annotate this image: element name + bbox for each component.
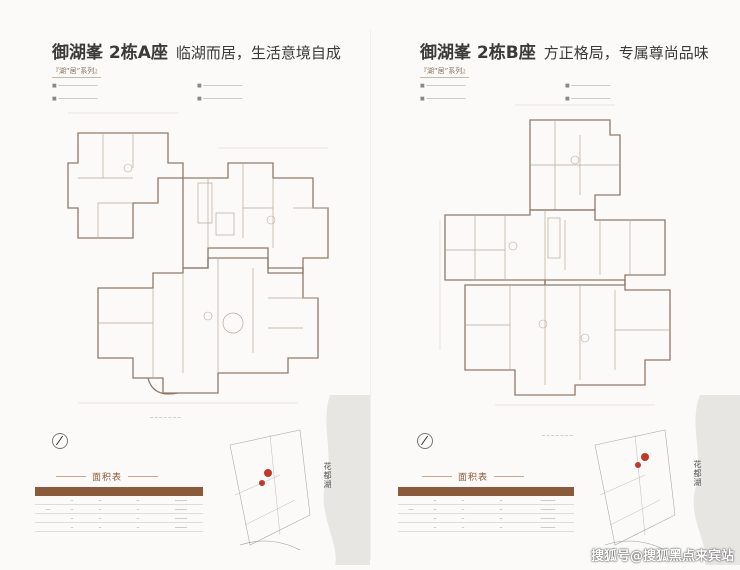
title-text-a: 御湖峯 2栋A座 <box>52 43 168 63</box>
page-title-b: 御湖峯 2栋B座方正格局，专属尊尚品味 <box>420 38 709 63</box>
feature-bullets-a: ■ ───────────── ■ ───────────── ■ ───────… <box>52 82 352 108</box>
compass-icon <box>417 433 433 449</box>
table-header-row <box>398 487 574 496</box>
panel-building-a: 御湖峯 2栋A座临湖而居，生活意境自成 『湖“居”系列』 ■ ─────────… <box>0 0 370 570</box>
panel-building-b: 御湖峯 2栋B座方正格局，专属尊尚品味 『湖“居”系列』 ■ ─────────… <box>370 0 740 570</box>
table-row: ──────── <box>35 522 203 532</box>
table-header-row <box>35 487 203 496</box>
feature-bullets-b: ■ ───────────── ■ ───────────── ■ ───────… <box>420 82 720 108</box>
lake-label-a: 花都湖 <box>323 462 332 489</box>
panel-divider <box>370 30 371 560</box>
bullet-a-1: ■ ───────────── <box>52 83 98 89</box>
area-table-a: ──────── ────────── ──────── ──────── <box>35 487 203 532</box>
area-table-title-b: 面积表 <box>421 470 525 483</box>
table-row: ───────── <box>398 513 574 523</box>
floor-plan-b <box>439 104 671 406</box>
plan-caption-b: ─ ─ ─ ─ ─ ─ ─ <box>542 433 573 439</box>
table-row: ──────── <box>35 513 203 523</box>
bullet-b-1: ■ ───────────── <box>420 83 466 89</box>
watermark: 搜狐号@搜狐黑点来宾站 <box>590 549 734 564</box>
site-map-b <box>594 395 740 565</box>
page-title-a: 御湖峯 2栋A座临湖而居，生活意境自成 <box>52 38 341 63</box>
subtitle-text-a: 临湖而居，生活意境自成 <box>175 44 341 62</box>
bullet-b-4: ■ ───────────── <box>565 96 611 102</box>
bullet-a-4: ■ ───────────── <box>197 96 243 102</box>
table-row: ─────────── <box>398 504 574 514</box>
table-row: ───────── <box>398 496 574 505</box>
bullet-a-2: ■ ───────────── <box>197 83 243 89</box>
area-table-b: ───────── ─────────── ───────── ────────… <box>398 487 574 532</box>
subtitle-text-b: 方正格局，专属尊尚品味 <box>543 44 709 62</box>
series-label-a: 『湖“居”系列』 <box>52 66 102 78</box>
series-label-b: 『湖“居”系列』 <box>420 66 470 78</box>
table-row: ──────── <box>35 496 203 505</box>
table-row: ───────── <box>398 522 574 532</box>
bullet-a-3: ■ ───────────── <box>52 96 98 102</box>
title-text-b: 御湖峯 2栋B座 <box>420 43 536 63</box>
area-table-title-a: 面积表 <box>55 470 159 483</box>
compass-icon <box>52 433 68 449</box>
site-map-a <box>229 395 370 565</box>
plan-caption-a: ─ ─ ─ ─ ─ ─ ─ <box>150 415 181 421</box>
lake-label-b: 花都湖 <box>693 460 702 487</box>
floor-plan-a <box>67 112 329 404</box>
table-row: ────────── <box>35 504 203 514</box>
bullet-b-2: ■ ───────────── <box>565 83 611 89</box>
bullet-b-3: ■ ───────────── <box>420 96 466 102</box>
